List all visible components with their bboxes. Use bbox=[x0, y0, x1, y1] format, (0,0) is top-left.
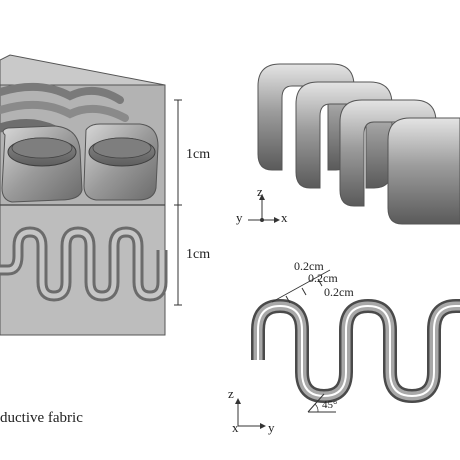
height-top-label: 1cm bbox=[186, 147, 210, 162]
upper-loop-array bbox=[0, 82, 159, 203]
height-dimension bbox=[174, 99, 182, 306]
lower-serpentine-wire bbox=[0, 226, 168, 302]
height-bottom-label: 1cm bbox=[186, 247, 210, 262]
axis-z-bottom: z bbox=[228, 386, 234, 401]
left-caption: ductive fabric bbox=[0, 410, 83, 426]
axis-x-top: x bbox=[281, 210, 288, 225]
right-3d-loops bbox=[257, 63, 460, 225]
left-3d-block: 1cm 1cm bbox=[0, 54, 210, 336]
dimension-label-1: 0.2cm bbox=[294, 259, 324, 273]
axis-z-top: z bbox=[257, 184, 263, 199]
thickness-dimension bbox=[271, 269, 331, 304]
axes-bottom-right bbox=[235, 398, 266, 429]
axes-top-right bbox=[248, 194, 280, 223]
angle-marker bbox=[307, 393, 336, 413]
angle-label: 45° bbox=[322, 399, 337, 411]
dimension-label-2: 0.2cm bbox=[308, 271, 338, 285]
dimension-label-3: 0.2cm bbox=[324, 285, 354, 299]
axis-y-bottom: y bbox=[268, 420, 275, 435]
serpentine-2d bbox=[251, 299, 460, 403]
axis-x-bottom: x bbox=[232, 420, 239, 435]
axis-y-top: y bbox=[236, 210, 243, 225]
